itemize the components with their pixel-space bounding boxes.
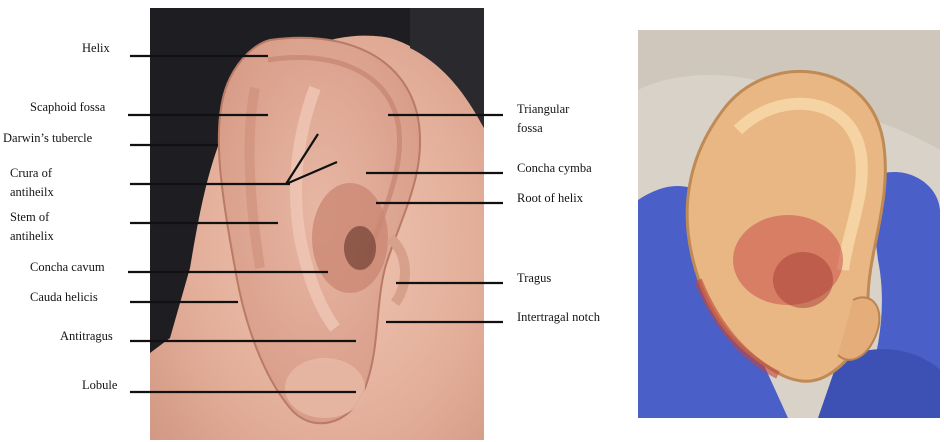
label-tragus: Tragus [517,271,551,286]
label-crura-of-antiheilx-line2: antiheilx [10,185,54,200]
label-triangular-fossa-line1: Triangular [517,102,569,117]
label-helix: Helix [82,41,110,56]
label-antitragus: Antitragus [60,329,113,344]
label-cauda-helicis: Cauda helicis [30,290,98,305]
label-concha-cavum: Concha cavum [30,260,105,275]
label-triangular-fossa-line2: fossa [517,121,543,136]
label-concha-cymba: Concha cymba [517,161,592,176]
label-intertragal-notch: Intertragal notch [517,310,600,325]
ear-illustration [150,8,484,440]
label-root-of-helix: Root of helix [517,191,583,206]
label-stem-of-antihelix-line1: Stem of [10,210,49,225]
specimen-photo [638,30,940,418]
ear-photo [150,8,484,440]
label-lobule: Lobule [82,378,117,393]
specimen-illustration [638,30,940,418]
label-darwins-tubercle: Darwin’s tubercle [3,131,92,146]
label-scaphoid-fossa: Scaphoid fossa [30,100,105,115]
label-crura-of-antiheilx-line1: Crura of [10,166,52,181]
label-stem-of-antihelix-line2: antihelix [10,229,54,244]
